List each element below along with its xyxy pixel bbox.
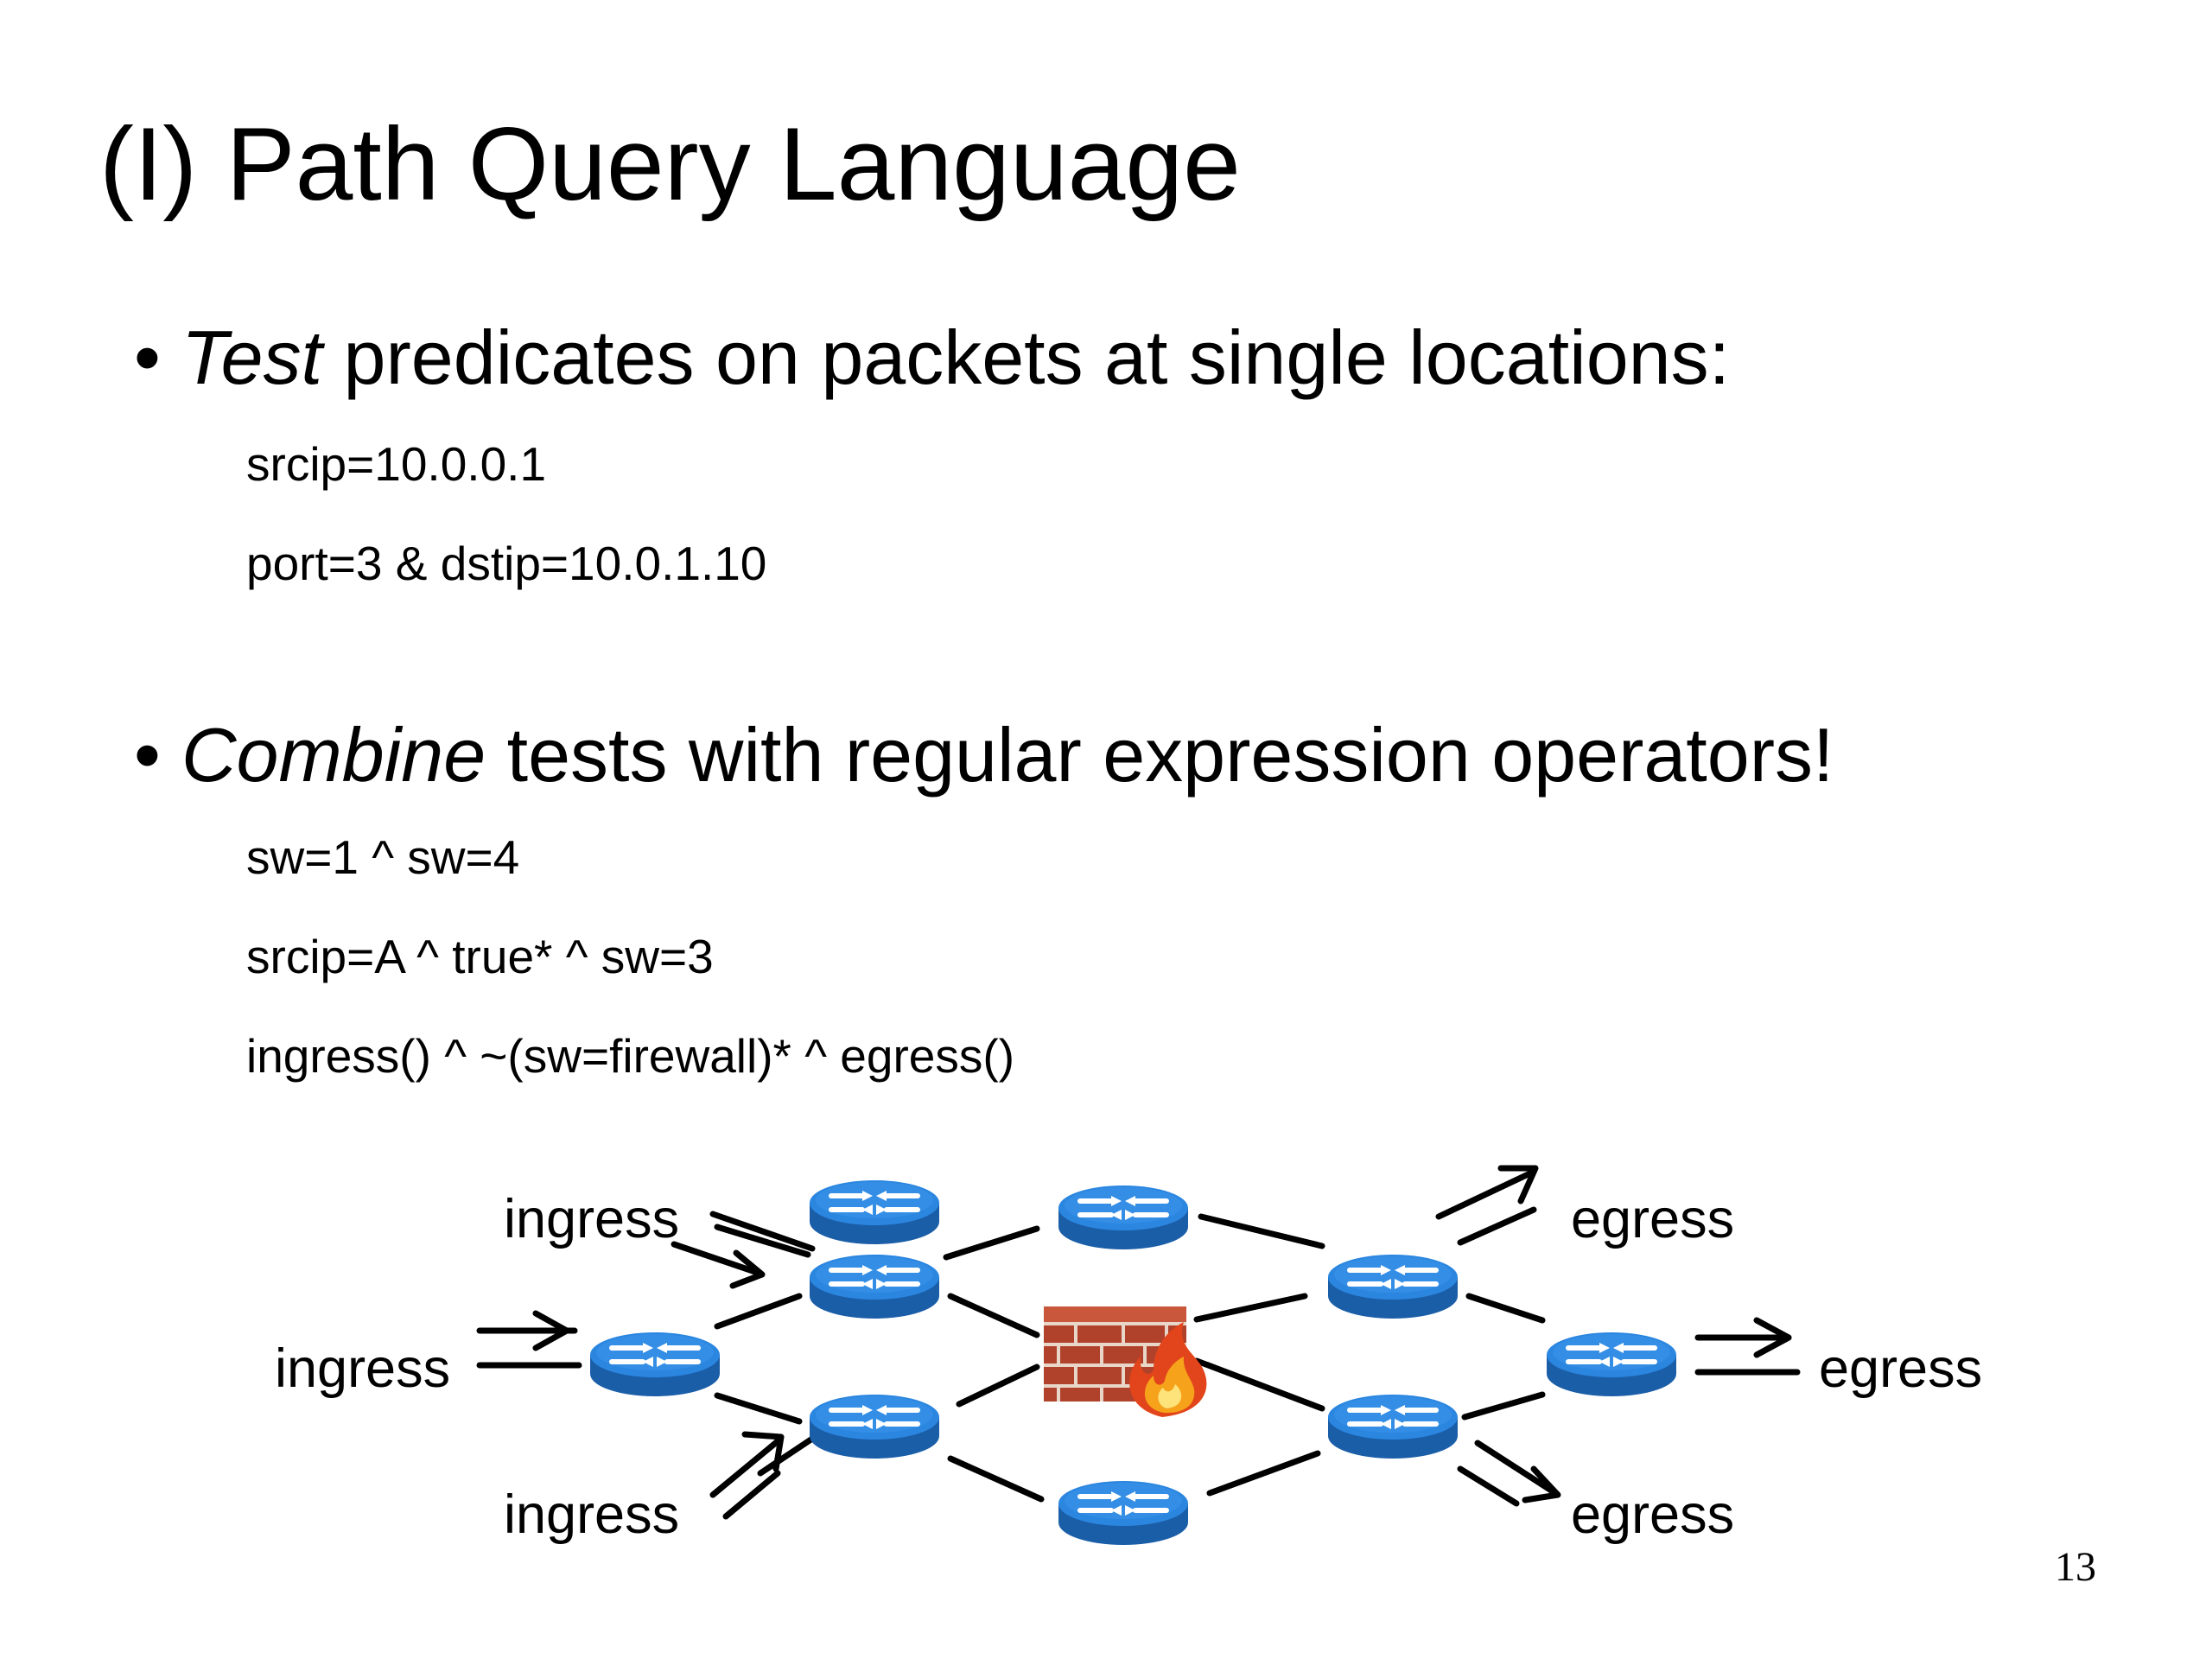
slide-title: (I) Path Query Language [99,106,1241,222]
router-icon [1328,1395,1458,1459]
example-code: port=3 & dstip=10.0.1.10 [246,537,767,590]
bullet-emphasis: Combine [181,712,486,798]
ingress-label: ingress [275,1338,451,1399]
router-icon [1058,1185,1188,1249]
router-icon [590,1332,720,1396]
ingress-label: ingress [504,1484,680,1545]
egress-label: egress [1819,1338,1983,1399]
example-code: sw=1 ^ sw=4 [246,830,520,884]
bullet-text: predicates on packets at single location… [322,315,1731,400]
bullet-test: •Test predicates on packets at single lo… [134,320,1730,396]
example-code: srcip=10.0.0.1 [246,437,547,491]
network-links [714,1213,1546,1503]
egress-label: egress [1571,1189,1735,1249]
bullet-dot: • [134,315,161,400]
router-icon [1328,1255,1458,1319]
traffic-arrows [476,1165,1801,1520]
bullet-combine: •Combine tests with regular expression o… [134,717,1834,793]
bullet-text: tests with regular expression operators! [486,712,1834,798]
router-icon [1547,1332,1676,1396]
page-number: 13 [2055,1544,2096,1590]
firewall-icon [1044,1306,1207,1417]
bullet-emphasis: Test [181,315,323,400]
example-code: ingress() ^ ~(sw=firewall)* ^ egress() [246,1029,1015,1083]
example-code: srcip=A ^ true* ^ sw=3 [246,930,714,983]
router-icon [1058,1481,1188,1545]
bullet-dot: • [134,712,161,798]
router-icon [810,1180,939,1244]
router-icon [810,1255,939,1319]
ingress-label: ingress [504,1189,680,1249]
router-icon [810,1395,939,1459]
egress-label: egress [1571,1484,1735,1545]
